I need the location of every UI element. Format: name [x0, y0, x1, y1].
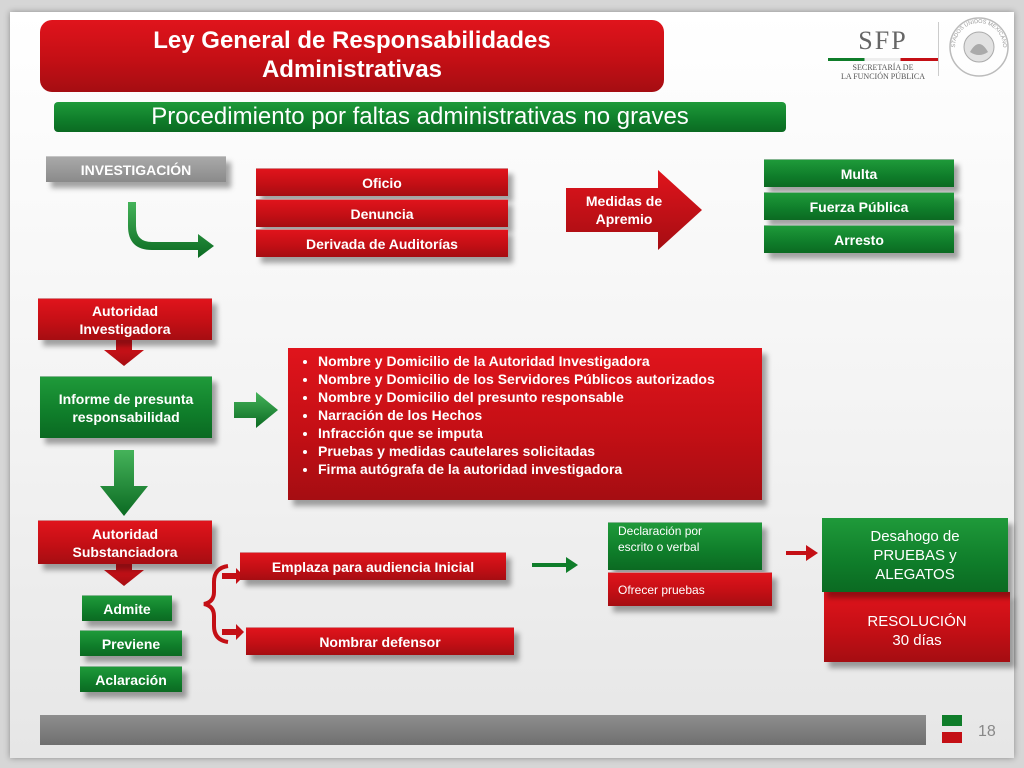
- requisito-item: Firma autógrafa de la autoridad investig…: [318, 460, 752, 478]
- brace-arrow-bottom: [222, 624, 244, 640]
- footer-red-square: [942, 732, 962, 743]
- slide: Ley General de Responsabilidades Adminis…: [10, 12, 1014, 758]
- desahogo-box: Desahogo de PRUEBAS y ALEGATOS: [822, 518, 1008, 592]
- requisito-item: Nombre y Domicilio de la Autoridad Inves…: [318, 352, 752, 370]
- investigacion-box: INVESTIGACIÓN: [46, 156, 226, 182]
- logo-subtext-1: SECRETARÍA DE: [852, 63, 914, 72]
- medida-multa: Multa: [764, 159, 954, 187]
- brace-icon: [203, 564, 229, 644]
- flow-arrows: [100, 170, 818, 644]
- resolucion-box: RESOLUCIÓN 30 días: [824, 592, 1010, 662]
- requisito-item: Pruebas y medidas cautelares solicitadas: [318, 442, 752, 460]
- logo-separator: [938, 22, 939, 76]
- informe-line-2: responsabilidad: [72, 408, 180, 425]
- declaracion-line-1: Declaración por: [618, 524, 703, 538]
- logo-divider: [828, 58, 938, 61]
- down-arrow-icon-2: [104, 560, 144, 586]
- requisito-item: Infracción que se imputa: [318, 424, 752, 442]
- section-subtitle: Procedimiento por faltas administrativas…: [54, 102, 786, 132]
- medidas-apremio-label: Medidas de Apremio: [570, 192, 678, 228]
- down-arrow-icon: [104, 338, 144, 366]
- autoridad-investigadora-box: Autoridad Investigadora: [38, 298, 212, 340]
- desahogo-line-2: PRUEBAS y: [873, 546, 957, 564]
- medidas-line-2: Apremio: [595, 211, 653, 227]
- sfp-logo: SFP SECRETARÍA DE LA FUNCIÓN PÚBLICA: [822, 26, 944, 81]
- medida-fuerza-publica: Fuerza Pública: [764, 192, 954, 220]
- requisitos-box: Nombre y Domicilio de la Autoridad Inves…: [288, 348, 762, 500]
- title-line-2: Administrativas: [261, 56, 443, 83]
- requisitos-list: Nombre y Domicilio de la Autoridad Inves…: [288, 348, 762, 478]
- option-aclaracion: Aclaración: [80, 666, 182, 692]
- thin-right-arrow-icon: [532, 557, 578, 573]
- ofrecer-pruebas-box: Ofrecer pruebas: [608, 572, 772, 606]
- mexico-seal-icon: ESTADOS UNIDOS MEXICANOS: [946, 12, 1010, 78]
- footer-bar: [40, 715, 926, 745]
- declaracion-line-2: escrito o verbal: [618, 540, 700, 554]
- logo-text: SFP: [858, 26, 908, 55]
- ai-line-1: Autoridad: [91, 302, 159, 319]
- informe-box: Informe de presunta responsabilidad: [40, 376, 212, 438]
- resolucion-line-1: RESOLUCIÓN: [867, 613, 967, 630]
- option-previene: Previene: [80, 630, 182, 656]
- ai-line-2: Investigadora: [79, 320, 171, 337]
- emplaza-box: Emplaza para audiencia Inicial: [240, 552, 506, 580]
- as-line-1: Autoridad: [91, 525, 159, 542]
- option-admite: Admite: [82, 595, 172, 621]
- title-line-1: Ley General de Responsabilidades: [153, 27, 551, 54]
- source-oficio: Oficio: [256, 168, 508, 196]
- as-line-2: Substanciadora: [72, 543, 178, 560]
- page-number: 18: [978, 723, 996, 740]
- medidas-line-1: Medidas de: [585, 193, 663, 209]
- resolucion-line-2: 30 días: [892, 632, 942, 649]
- autoridad-substanciadora-box: Autoridad Substanciadora: [38, 520, 212, 564]
- right-arrow-icon: [234, 392, 278, 428]
- thin-red-arrow-icon: [786, 545, 818, 561]
- source-auditorias: Derivada de Auditorías: [256, 229, 508, 257]
- medidas-arrow-shape: [566, 170, 702, 250]
- informe-line-1: Informe de presunta: [58, 390, 194, 407]
- requisito-item: Narración de los Hechos: [318, 406, 752, 424]
- desahogo-line-3: ALEGATOS: [875, 565, 955, 583]
- logo-subtext-2: LA FUNCIÓN PÚBLICA: [840, 72, 925, 81]
- page-title: Ley General de Responsabilidades Adminis…: [40, 20, 664, 92]
- desahogo-line-1: Desahogo de: [870, 527, 960, 545]
- medida-arresto: Arresto: [764, 225, 954, 253]
- requisito-item: Nombre y Domicilio de los Servidores Púb…: [318, 370, 752, 388]
- brace-arrow-top: [222, 568, 244, 584]
- declaracion-box: Declaración por escrito o verbal: [608, 522, 762, 570]
- requisito-item: Nombre y Domicilio del presunto responsa…: [318, 388, 752, 406]
- source-denuncia: Denuncia: [256, 199, 508, 227]
- big-down-arrow-icon: [100, 450, 148, 516]
- bent-arrow-icon: [128, 202, 214, 258]
- footer-green-square: [942, 715, 962, 726]
- defensor-box: Nombrar defensor: [246, 627, 514, 655]
